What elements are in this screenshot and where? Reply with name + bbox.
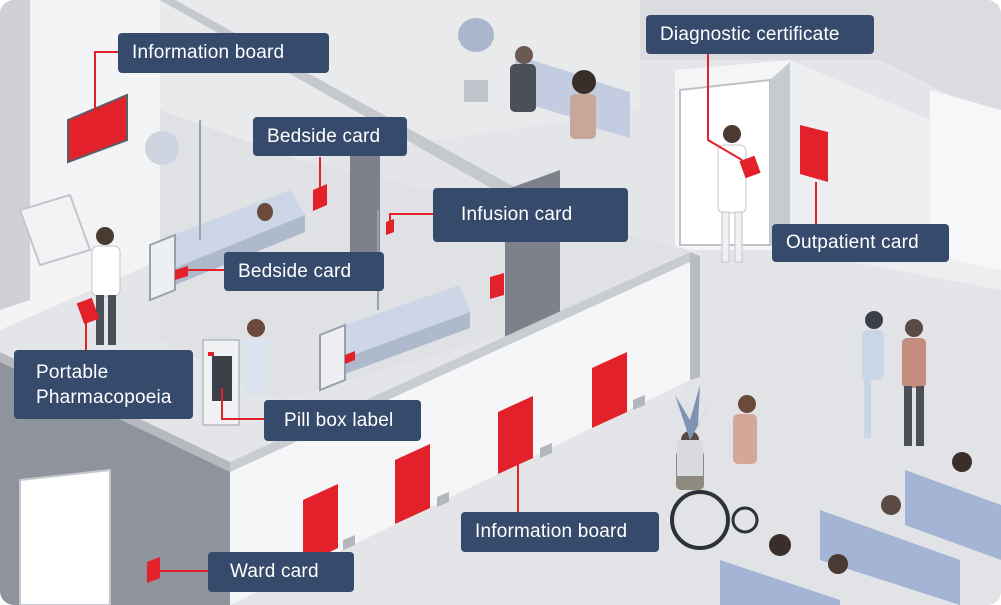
corridor-people (862, 311, 926, 446)
callout-bedside-card-mid: Bedside card (224, 252, 384, 291)
bedside-card-upper (313, 184, 327, 211)
callout-information-board-bottom: Information board (461, 512, 659, 552)
information-board-top (67, 93, 128, 164)
plant (675, 385, 712, 476)
waiting-people-top (510, 46, 596, 139)
switch-plate (633, 395, 645, 410)
leader-information-board-top (94, 51, 118, 118)
ward-front-wall-edge (690, 252, 700, 385)
waiting-chairs-bottom (720, 452, 1001, 605)
doctor-diagnostic (717, 125, 761, 263)
corridor-floor (560, 290, 1001, 605)
callout-information-board-top: Information board (118, 33, 329, 73)
lamp-waiting (458, 18, 494, 52)
ward-floor (160, 110, 690, 400)
leader-diagnostic-certificate (707, 54, 743, 161)
callout-ward-card: Ward card (208, 552, 354, 592)
information-board-wall-1 (303, 484, 338, 565)
switch-plate (343, 535, 355, 550)
bedside-card-lower (490, 273, 504, 299)
lamp-ward (145, 131, 179, 165)
callout-outpatient-card: Outpatient card (772, 224, 949, 262)
callout-bedside-card-top: Bedside card (253, 117, 407, 156)
doctor-ward (76, 227, 121, 345)
callout-pill-box-label: Pill box label (264, 400, 421, 441)
infusion-card-tag (386, 219, 394, 235)
switch-plate (437, 492, 449, 507)
leader-pill-box-label (221, 388, 264, 420)
bed-lower (319, 285, 470, 392)
lamp-base (464, 80, 488, 102)
armchair (18, 193, 92, 267)
callout-infusion-card: Infusion card (433, 188, 628, 242)
leader-lines (85, 51, 817, 572)
callout-portable-pharmacopoeia: Portable Pharmacopoeia (14, 350, 193, 419)
diagnostic-door-jamb (770, 62, 790, 250)
switch-plate (540, 443, 552, 458)
leader-infusion-card (389, 213, 433, 224)
ward-front-wall (230, 260, 690, 605)
ward-door (19, 468, 111, 605)
information-board-wall-2 (395, 444, 430, 524)
callout-diagnostic-certificate: Diagnostic certificate (646, 15, 874, 54)
bed-upper (149, 190, 305, 302)
information-board-wall-3 (498, 396, 533, 474)
outpatient-card-board (800, 125, 828, 182)
ward-card-tag (147, 557, 160, 583)
left-outer-wall-edge (0, 0, 30, 310)
ward-pillar-2 (350, 135, 380, 265)
information-board-wall-4 (592, 352, 627, 428)
